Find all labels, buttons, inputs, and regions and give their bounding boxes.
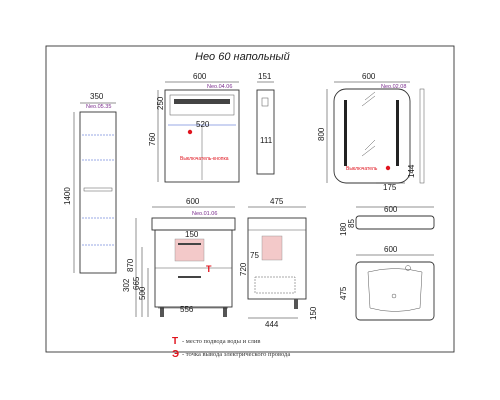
- vanity-width: 600: [186, 197, 200, 206]
- vanity-pipe-zone: [174, 238, 205, 262]
- vanity-handle: [178, 243, 201, 245]
- mirror-cabinet-side: [256, 89, 275, 175]
- vanity-leg-right: [223, 307, 227, 317]
- basin-depth: 180: [339, 222, 348, 236]
- legend-power-text: - точка вывода электрического провода: [182, 351, 290, 358]
- vanity-model: Neo.01.06: [192, 211, 217, 217]
- mirror-cabinet-width: 600: [193, 72, 207, 81]
- mirror-switch-label: Выключатель: [346, 166, 378, 172]
- vanity-lower-h: 500: [138, 286, 147, 300]
- vanity-inner-w: 556: [180, 305, 194, 314]
- legend: Т - место подвода воды и слив Э - точка …: [172, 336, 290, 360]
- vanity-drawer-h: 665: [132, 276, 141, 290]
- mirror-cabinet-model: Neo.04.06: [207, 84, 232, 90]
- mirror-cabinet-side-h: 111: [260, 136, 273, 145]
- mirror-cabinet-inner-w: 520: [196, 120, 210, 129]
- mirror-socket-offset: 175: [383, 183, 397, 192]
- basin-tap-hole: [405, 265, 411, 271]
- pencil-case-height: 1400: [63, 187, 72, 205]
- mirror-model: Neo.02.08: [381, 84, 406, 90]
- mirror-width: 600: [362, 72, 376, 81]
- vanity-depth: 475: [270, 197, 284, 206]
- pencil-case-handle: [83, 187, 113, 192]
- mirror-cabinet-depth: 151: [258, 72, 272, 81]
- legend-water-symbol: Т: [172, 336, 178, 347]
- vanity-front-view: T 600 Neo.01.06 150 556 870 665 500 302: [122, 197, 236, 317]
- vanity-basin-top: [151, 217, 236, 231]
- mirror-socket-h: 144: [407, 164, 416, 178]
- vanity-side-leg: [294, 299, 298, 309]
- vanity-pipe-h: 75: [250, 251, 259, 260]
- legend-water-text: - место подвода воды и слив: [182, 338, 260, 345]
- basin-width-top: 600: [384, 205, 398, 214]
- pencil-case-view: 350 Neo.05.35 1400: [63, 92, 117, 274]
- mirror-light-left: [344, 100, 347, 166]
- vanity-side-view: 475 720 75 444 150: [239, 197, 318, 329]
- mirror-cabinet-switch-label: Выключатель-кнопка: [180, 156, 229, 162]
- mirror-socket-icon: [385, 165, 391, 171]
- mirror-side: [419, 88, 425, 184]
- mirror-view: 600 Neo.02.08 800 Выключатель 175 144: [317, 72, 425, 192]
- basin-drain: [391, 293, 397, 299]
- basin-views: 600 180 85 600 475: [339, 205, 435, 321]
- mirror-cabinet-switch-icon: [187, 129, 193, 135]
- vanity-pipe-w: 150: [185, 230, 199, 239]
- vanity-body-h: 720: [239, 262, 248, 276]
- basin-plan: [355, 261, 435, 321]
- mirror-body: [333, 88, 411, 184]
- vanity-side-body: [247, 217, 307, 300]
- vanity-height: 870: [126, 258, 135, 272]
- legend-power-symbol: Э: [172, 349, 179, 360]
- vanity-leg-left: [160, 307, 164, 317]
- mirror-light-right: [396, 100, 399, 166]
- basin-side-h: 85: [347, 219, 356, 228]
- vanity-base-h: 302: [122, 278, 131, 292]
- pencil-case-width: 350: [90, 92, 104, 101]
- basin-width-plan: 600: [384, 245, 398, 254]
- vanity-leg-h: 150: [309, 306, 318, 320]
- basin-side-profile: [355, 215, 435, 230]
- vanity-body: [154, 229, 233, 308]
- mirror-cabinet-top-h: 250: [156, 96, 165, 110]
- drawing-title: Нео 60 напольный: [195, 51, 290, 63]
- vanity-water-point: T: [206, 264, 212, 274]
- vanity-side-siphon: [261, 235, 283, 261]
- mirror-cabinet-lamp: [169, 94, 235, 116]
- pencil-case-body: [79, 111, 117, 274]
- basin-depth-plan: 475: [339, 286, 348, 300]
- drawing-frame: [45, 45, 455, 353]
- mirror-cabinet-body: [164, 89, 240, 183]
- pencil-case-model: Neo.05.35: [86, 104, 111, 110]
- vanity-depth-bottom: 444: [265, 320, 279, 329]
- mirror-height: 800: [317, 127, 326, 141]
- mirror-cabinet-height: 760: [148, 132, 157, 146]
- mirror-cabinet-view: 600 Neo.04.06 250 760 520 Выключатель-кн…: [148, 72, 275, 183]
